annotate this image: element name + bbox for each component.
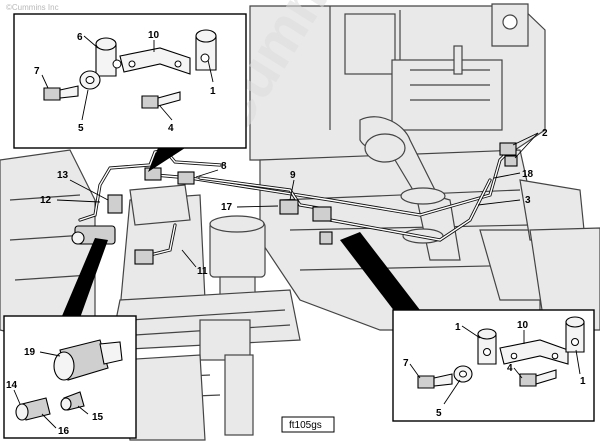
- callout-1-bottom-right: 1: [455, 322, 461, 333]
- callout-7: 7: [34, 66, 40, 77]
- fuel-lines: [71, 142, 518, 265]
- inset-top-left: 6 10 7 5 4 1: [13, 13, 247, 149]
- main-callouts: 2 3 18 8 9 17 11 13 12: [40, 128, 548, 277]
- inset-pointer-bottom-right: [340, 232, 420, 312]
- fitting-9: [279, 199, 299, 215]
- callout-5-bottom-right: 5: [436, 408, 442, 419]
- inset-bottom-right: 1 10 7 4 5 1: [392, 309, 595, 422]
- callout-7-bottom-right: 7: [403, 358, 409, 369]
- callout-18: 18: [522, 169, 534, 180]
- callout-10-bottom-right: 10: [517, 320, 529, 331]
- inset-pointer-top-left: [148, 148, 185, 172]
- copyright-watermark: ©Cummins Inc: [6, 3, 59, 12]
- callout-10: 10: [148, 30, 160, 41]
- callout-19: 19: [24, 347, 36, 358]
- callout-13: 13: [57, 170, 69, 181]
- banjo-fitting-2: [499, 142, 517, 156]
- callout-5: 5: [78, 123, 84, 134]
- inset-bottom-left: 19 14 15 16: [3, 315, 137, 439]
- callout-1-bottom-right-second: 1: [580, 376, 586, 387]
- fitting-8: [144, 167, 162, 181]
- callout-4-bottom-right: 4: [507, 363, 513, 374]
- callout-1: 1: [210, 86, 216, 97]
- callout-12: 12: [40, 195, 52, 206]
- callout-17: 17: [221, 202, 233, 213]
- callout-14: 14: [6, 380, 18, 391]
- figure-ref: ft105gs: [289, 420, 322, 431]
- callout-16: 16: [58, 426, 70, 437]
- callout-11: 11: [197, 266, 208, 277]
- inset-pointer-bottom-left: [62, 238, 108, 318]
- engine-background: [0, 3, 600, 441]
- callout-2: 2: [542, 128, 548, 139]
- callout-3: 3: [525, 195, 531, 206]
- callout-9: 9: [290, 170, 296, 181]
- callout-4: 4: [168, 123, 174, 134]
- figure-ref-box: [281, 416, 335, 433]
- callout-6: 6: [77, 32, 83, 43]
- callout-8: 8: [221, 161, 227, 172]
- callout-15: 15: [92, 412, 104, 423]
